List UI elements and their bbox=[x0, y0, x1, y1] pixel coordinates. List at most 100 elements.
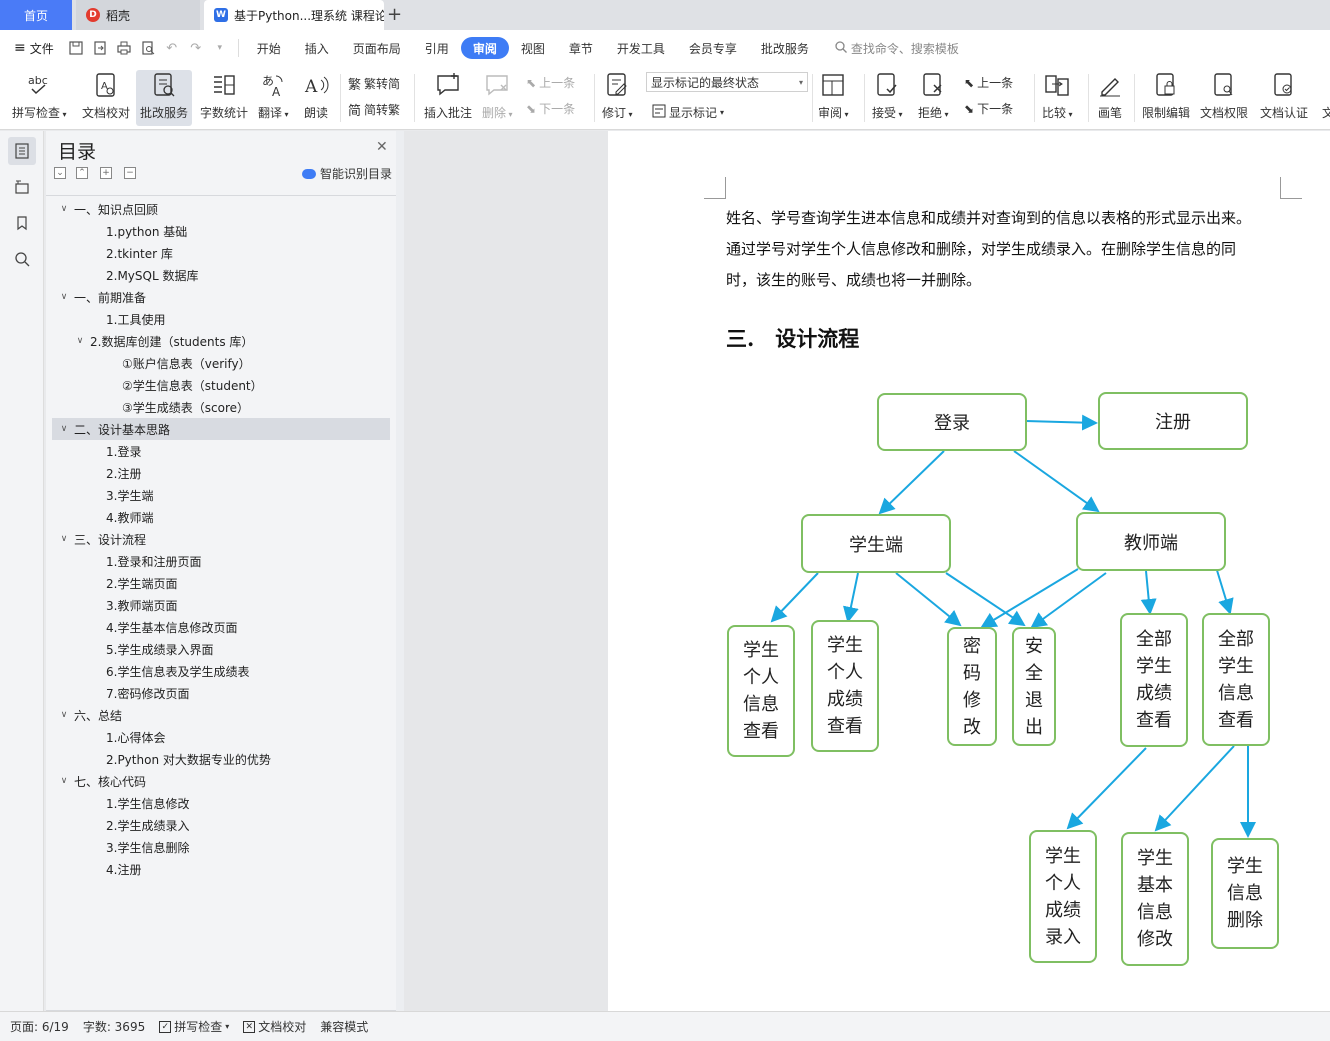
export-icon[interactable] bbox=[92, 40, 108, 56]
accept-button[interactable]: 接受 ▾ bbox=[872, 70, 903, 121]
toc-item[interactable]: 1.登录 bbox=[52, 440, 390, 462]
restrict-edit-button[interactable]: 限制编辑 bbox=[1142, 70, 1190, 121]
toc-item[interactable]: 4.学生基本信息修改页面 bbox=[52, 616, 390, 638]
chevron-down-icon[interactable]: ∨ bbox=[76, 336, 84, 346]
toc-item[interactable]: ∨六、总结 bbox=[52, 704, 390, 726]
chevron-down-icon[interactable]: ∨ bbox=[60, 534, 68, 544]
doc-permission-button[interactable]: 文档权限 bbox=[1200, 70, 1248, 121]
toc-item[interactable]: ∨2.数据库创建（students 库） bbox=[52, 330, 390, 352]
toc-item[interactable]: 2.MySQL 数据库 bbox=[52, 264, 390, 286]
toc-item[interactable]: ∨一、前期准备 bbox=[52, 286, 390, 308]
navigation-icon[interactable] bbox=[8, 173, 36, 201]
toc-item[interactable]: 1.登录和注册页面 bbox=[52, 550, 390, 572]
toc-item[interactable]: ∨二、设计基本思路 bbox=[52, 418, 390, 440]
toc-item[interactable]: 2.学生端页面 bbox=[52, 572, 390, 594]
toc-item[interactable]: 7.密码修改页面 bbox=[52, 682, 390, 704]
chevron-down-icon[interactable]: ∨ bbox=[60, 776, 68, 786]
doc-proof-button[interactable]: A 文档校对 bbox=[82, 70, 130, 121]
remove-heading-icon[interactable]: − bbox=[124, 167, 136, 179]
document-page[interactable]: 姓名、学号查询学生进本信息和成绩并对查询到的信息以表格的形式显示出来。 通过学号… bbox=[608, 131, 1330, 1011]
insert-comment-button[interactable]: 插入批注 bbox=[424, 70, 472, 121]
toc-item[interactable]: 4.注册 bbox=[52, 858, 390, 880]
chevron-down-icon[interactable]: ▾ bbox=[217, 43, 223, 53]
bookmark-icon[interactable] bbox=[8, 209, 36, 237]
new-tab-button[interactable]: + bbox=[387, 4, 403, 25]
toc-item[interactable]: 2.tkinter 库 bbox=[52, 242, 390, 264]
prev-change-button[interactable]: ⬉ 上一条 bbox=[964, 74, 1013, 91]
redo-icon[interactable]: ↷ bbox=[190, 40, 202, 56]
word-count-indicator[interactable]: 字数: 3695 bbox=[82, 1020, 146, 1034]
next-change-button[interactable]: ⬊ 下一条 bbox=[964, 100, 1013, 117]
tab-home[interactable]: 首页 bbox=[0, 0, 72, 30]
toc-item[interactable]: 1.学生信息修改 bbox=[52, 792, 390, 814]
trad-to-simp-button[interactable]: 繁 繁转简 bbox=[348, 74, 400, 93]
chevron-down-icon[interactable]: ∨ bbox=[60, 424, 68, 434]
add-heading-icon[interactable]: + bbox=[100, 167, 112, 179]
word-count-button[interactable]: 字数统计 bbox=[200, 70, 248, 121]
search-icon[interactable] bbox=[8, 245, 36, 273]
chevron-down-icon[interactable]: ∨ bbox=[60, 204, 68, 214]
menu-tab-9[interactable]: 批改服务 bbox=[760, 41, 809, 56]
toc-panel-icon[interactable] bbox=[8, 137, 36, 165]
page-indicator[interactable]: 页面: 6/19 bbox=[10, 1020, 69, 1034]
toc-item[interactable]: 3.教师端页面 bbox=[52, 594, 390, 616]
status-doc-proof-button[interactable]: ✕ 文档校对 bbox=[243, 1018, 306, 1035]
close-icon[interactable]: ✕ bbox=[376, 139, 388, 155]
toc-item[interactable]: 1.python 基础 bbox=[52, 220, 390, 242]
read-aloud-button[interactable]: A 朗读 bbox=[302, 70, 330, 121]
print-preview-icon[interactable] bbox=[140, 40, 156, 56]
toc-item[interactable]: 1.工具使用 bbox=[52, 308, 390, 330]
file-menu-button[interactable]: ≡ 文件 bbox=[0, 40, 64, 57]
menu-tab-8[interactable]: 会员专享 bbox=[688, 41, 737, 56]
correction-service-button[interactable]: 批改服务 bbox=[136, 70, 192, 126]
spell-check-button[interactable]: abc 拼写检查 ▾ bbox=[12, 70, 67, 121]
toc-item[interactable]: 1.心得体会 bbox=[52, 726, 390, 748]
track-changes-button[interactable]: 修订 ▾ bbox=[602, 70, 633, 121]
expand-up-icon[interactable]: ⌃ bbox=[76, 167, 88, 179]
toc-item[interactable]: ∨三、设计流程 bbox=[52, 528, 390, 550]
ribbon-overflow-label[interactable]: 文 bbox=[1322, 106, 1330, 120]
toc-item[interactable]: 3.学生端 bbox=[52, 484, 390, 506]
print-icon[interactable] bbox=[116, 40, 132, 56]
chevron-down-icon[interactable]: ∨ bbox=[60, 710, 68, 720]
menu-tab-6[interactable]: 章节 bbox=[568, 41, 593, 56]
menu-tab-5[interactable]: 视图 bbox=[520, 41, 545, 56]
prev-comment-button[interactable]: ⬉ 上一条 bbox=[526, 74, 575, 91]
toc-item[interactable]: 2.Python 对大数据专业的优势 bbox=[52, 748, 390, 770]
menu-tab-0[interactable]: 开始 bbox=[256, 41, 281, 56]
toc-item[interactable]: 3.学生信息删除 bbox=[52, 836, 390, 858]
chevron-down-icon[interactable]: ∨ bbox=[60, 292, 68, 302]
toc-item[interactable]: 4.教师端 bbox=[52, 506, 390, 528]
menu-tab-1[interactable]: 插入 bbox=[304, 41, 329, 56]
toc-item[interactable]: ②学生信息表（student） bbox=[52, 374, 390, 396]
markup-state-select[interactable]: 显示标记的最终状态 ▾ bbox=[646, 72, 808, 92]
tab-document[interactable]: W 基于Python...理系统 课程论 bbox=[204, 0, 384, 30]
tab-daoke[interactable]: D 稻壳 bbox=[76, 0, 200, 30]
collapse-all-icon[interactable]: ⌄ bbox=[54, 167, 66, 179]
doc-auth-button[interactable]: 文档认证 bbox=[1260, 70, 1308, 121]
menu-tab-4[interactable]: 审阅 bbox=[460, 37, 509, 59]
command-search[interactable]: 查找命令、搜索模板 bbox=[835, 40, 959, 57]
menu-tab-3[interactable]: 引用 bbox=[424, 41, 449, 56]
status-spell-check-button[interactable]: ✓ 拼写检查 ▾ bbox=[159, 1018, 229, 1035]
menu-tab-2[interactable]: 页面布局 bbox=[352, 41, 401, 56]
delete-comment-button[interactable]: 删除 ▾ bbox=[482, 70, 513, 121]
toc-item[interactable]: ∨一、知识点回顾 bbox=[52, 198, 390, 220]
show-markup-button[interactable]: 显示标记▾ bbox=[652, 104, 724, 121]
toc-item[interactable]: 2.注册 bbox=[52, 462, 390, 484]
toc-item[interactable]: 5.学生成绩录入界面 bbox=[52, 638, 390, 660]
toc-item[interactable]: 6.学生信息表及学生成绩表 bbox=[52, 660, 390, 682]
next-comment-button[interactable]: ⬊ 下一条 bbox=[526, 100, 575, 117]
undo-icon[interactable]: ↶ bbox=[166, 40, 178, 56]
smart-toc-button[interactable]: 智能识别目录 bbox=[302, 165, 392, 182]
pen-button[interactable]: 画笔 bbox=[1096, 70, 1124, 121]
review-pane-button[interactable]: 审阅 ▾ bbox=[818, 70, 849, 121]
toc-scrollbar[interactable] bbox=[396, 131, 404, 1011]
toc-item[interactable]: 2.学生成绩录入 bbox=[52, 814, 390, 836]
compare-button[interactable]: 比较 ▾ bbox=[1042, 70, 1073, 121]
menu-tab-7[interactable]: 开发工具 bbox=[616, 41, 665, 56]
toc-item[interactable]: ①账户信息表（verify） bbox=[52, 352, 390, 374]
reject-button[interactable]: 拒绝 ▾ bbox=[918, 70, 949, 121]
save-icon[interactable] bbox=[68, 40, 84, 56]
